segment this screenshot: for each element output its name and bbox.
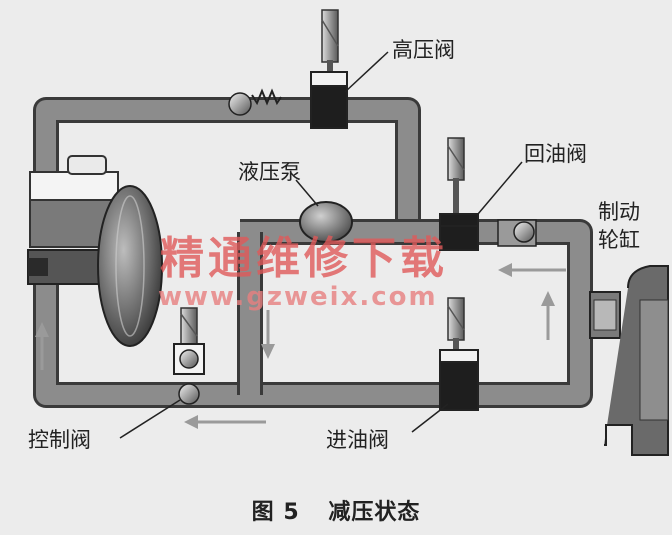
arrow-down-middle bbox=[261, 310, 275, 359]
label-high-pressure-valve: 高压阀 bbox=[392, 38, 455, 62]
brake-wheel-cylinder bbox=[589, 291, 621, 339]
high-pressure-valve bbox=[310, 9, 348, 129]
label-oil-inlet-valve: 进油阀 bbox=[326, 428, 389, 452]
label-brake-wheel-cylinder-line2: 轮缸 bbox=[598, 228, 640, 252]
label-brake-wheel-cylinder-line1: 制动 bbox=[598, 200, 640, 224]
brake-booster bbox=[97, 185, 163, 347]
leader-oil-inlet-valve bbox=[411, 403, 449, 433]
watermark-url: www.gzweix.com bbox=[158, 282, 438, 312]
label-hydraulic-pump: 液压泵 bbox=[238, 160, 301, 184]
leader-hydraulic-pump bbox=[295, 179, 319, 207]
arrow-left-bottom bbox=[184, 415, 266, 429]
figure-number: 图 5 bbox=[251, 500, 300, 525]
oil-return-valve bbox=[439, 137, 479, 251]
arrow-up-left bbox=[35, 322, 49, 370]
arrow-left-top-right bbox=[498, 263, 566, 277]
check-valve-top bbox=[228, 88, 282, 116]
brake-disc bbox=[604, 265, 669, 456]
label-oil-return-valve: 回油阀 bbox=[524, 142, 587, 166]
leader-high-pressure-valve bbox=[344, 51, 389, 93]
watermark-cn: 精通维修下载 bbox=[160, 233, 448, 284]
flow-arrows bbox=[35, 263, 566, 429]
leader-control-valve bbox=[119, 399, 181, 439]
figure-caption: 图 5 减压状态 bbox=[0, 494, 672, 526]
check-valve-right bbox=[497, 219, 537, 247]
hydraulic-pump bbox=[299, 201, 353, 243]
label-control-valve: 控制阀 bbox=[28, 428, 91, 452]
control-valve bbox=[173, 307, 205, 405]
figure-title: 减压状态 bbox=[328, 500, 421, 525]
leader-oil-return-valve bbox=[477, 161, 523, 215]
arrow-up-right bbox=[541, 291, 555, 340]
oil-inlet-valve bbox=[439, 297, 479, 411]
leader-lines bbox=[119, 51, 523, 439]
